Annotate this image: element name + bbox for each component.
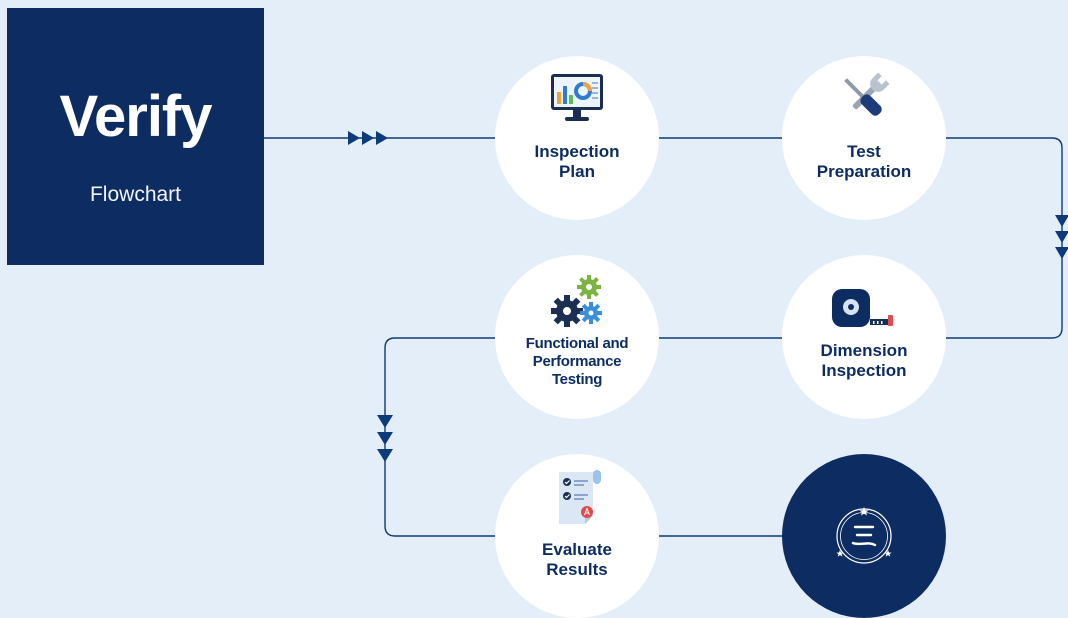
step-test-preparation: Test Preparation [782, 56, 946, 220]
step-label: Functional and Performance Testing [525, 335, 629, 388]
checklist-icon [559, 470, 601, 524]
arrow-down-right-2 [1055, 231, 1068, 243]
arrow-right-3 [376, 131, 388, 145]
step-inspection-plan: Inspection Plan [495, 56, 659, 220]
connector-prep-to-dimension [946, 137, 1063, 339]
arrow-right-1 [348, 131, 360, 145]
arrow-down-right-1 [1055, 215, 1068, 227]
arrow-down-left-2 [377, 432, 393, 445]
page-title: Verify [59, 84, 213, 149]
arrow-right-2 [362, 131, 374, 145]
gears-icon [551, 275, 602, 327]
title-block: Verify Flowchart [7, 8, 264, 265]
arrow-down-left-3 [377, 449, 393, 462]
arrow-down-right-3 [1055, 247, 1068, 259]
step-label: Test Preparation [816, 142, 912, 182]
arrow-down-left-1 [377, 415, 393, 428]
page-subtitle: Flowchart [89, 183, 182, 206]
monitor-chart-icon [551, 74, 603, 121]
connector-functional-to-evaluate [384, 337, 495, 537]
wrench-screwdriver-icon [844, 72, 890, 116]
company-logo-icon [836, 507, 892, 564]
step-label: Dimension Inspection [820, 341, 908, 381]
step-functional-performance-testing: Functional and Performance Testing [495, 255, 659, 419]
step-label: Inspection Plan [534, 142, 620, 182]
step-evaluate-results: Evaluate Results [495, 454, 659, 618]
company-logo-badge [782, 454, 946, 618]
tape-measure-icon [832, 289, 893, 327]
step-label: Evaluate Results [542, 540, 612, 580]
step-dimension-inspection: Dimension Inspection [782, 255, 946, 419]
